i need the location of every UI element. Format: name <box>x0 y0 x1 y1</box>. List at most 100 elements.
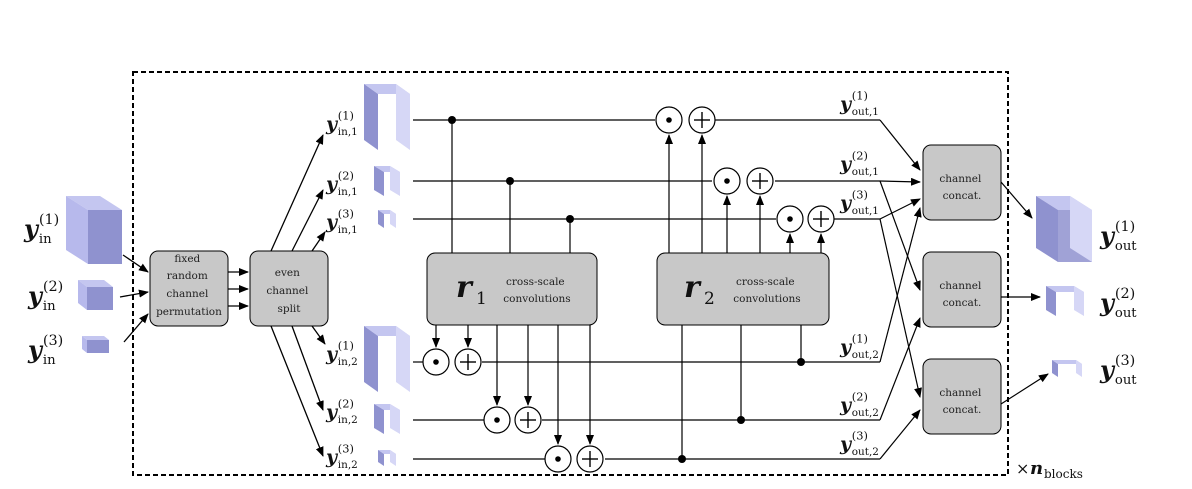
r2-box <box>656 252 830 326</box>
svg-text:in,1: in,1 <box>338 186 358 198</box>
svg-text:y: y <box>325 401 339 423</box>
svg-text:(3): (3) <box>852 429 868 443</box>
svg-text:×: × <box>1016 459 1029 478</box>
svg-text:blocks: blocks <box>1044 467 1083 481</box>
svg-text:(1): (1) <box>1115 219 1135 235</box>
split-cube-1-1 <box>364 84 410 150</box>
svg-text:y: y <box>23 214 40 243</box>
svg-text:in,2: in,2 <box>338 414 358 426</box>
svg-text:(1): (1) <box>338 109 354 123</box>
r2-index: 2 <box>704 289 715 309</box>
concat-label-3: channel concat. <box>939 387 984 416</box>
svg-text:y: y <box>839 433 853 455</box>
svg-text:y: y <box>839 394 853 416</box>
r1-box <box>426 252 598 326</box>
svg-text:(3): (3) <box>43 333 63 349</box>
split-cube-2-1 <box>374 166 400 196</box>
svg-text:out,2: out,2 <box>852 446 879 458</box>
svg-text:out,2: out,2 <box>852 349 879 361</box>
svg-text:in,1: in,1 <box>338 224 358 236</box>
svg-text:y: y <box>325 446 339 468</box>
input-cube-1 <box>66 196 122 264</box>
mid-output-label-3: y(3)out,1 <box>839 188 879 217</box>
split-box <box>249 250 329 327</box>
r1-index: 1 <box>476 289 487 309</box>
concat-box-2 <box>922 251 1002 328</box>
input-cube-3 <box>82 336 109 353</box>
svg-text:(1): (1) <box>39 212 59 228</box>
input-label-1: y(1) in <box>23 212 59 247</box>
mid-output-label-5: y(2)out,2 <box>839 390 879 419</box>
input-label-2: y(2) in <box>27 279 63 314</box>
svg-text:out: out <box>1115 373 1137 388</box>
output-cube-1 <box>1036 196 1092 262</box>
hadamard-product-op <box>483 406 511 434</box>
svg-text:y: y <box>325 343 339 365</box>
svg-text:(2): (2) <box>43 279 63 295</box>
svg-text:out,1: out,1 <box>852 166 879 178</box>
svg-text:y: y <box>1099 221 1116 250</box>
split-label-3: y(3)in,1 <box>325 207 358 236</box>
input-cube-2 <box>78 280 113 310</box>
svg-text:out,2: out,2 <box>852 407 879 419</box>
r1-symbol: r <box>456 270 474 305</box>
mid-output-label-4: y(1)out,2 <box>839 332 879 361</box>
operators <box>422 106 835 473</box>
svg-text:y: y <box>839 336 853 358</box>
split-cube-1-2 <box>364 326 410 392</box>
input-arrows <box>119 134 326 457</box>
block-frame <box>132 71 1009 476</box>
split-label: even channel split <box>266 267 311 315</box>
split-label-4: y(1)in,2 <box>325 339 358 368</box>
split-label-2: y(2)in,1 <box>325 169 358 198</box>
svg-text:out: out <box>1115 239 1137 254</box>
r2-symbol: r <box>684 270 702 305</box>
hadamard-product-op <box>655 106 683 134</box>
mid-output-label-1: y(1)out,1 <box>839 89 879 118</box>
svg-text:y: y <box>839 93 853 115</box>
output-cube-3 <box>1052 360 1082 377</box>
svg-text:in,1: in,1 <box>338 126 358 138</box>
svg-text:y: y <box>325 113 339 135</box>
svg-text:(3): (3) <box>852 188 868 202</box>
svg-text:(2): (2) <box>852 149 868 163</box>
hadamard-product-op <box>776 205 804 233</box>
addition-op <box>514 406 542 434</box>
svg-text:(2): (2) <box>338 397 354 411</box>
split-label-1: y(1) in,1 <box>325 109 358 138</box>
junction-dots <box>448 116 805 463</box>
hadamard-product-op <box>713 167 741 195</box>
r2-label: cross-scale convolutions <box>733 276 800 305</box>
output-label-2: y(2) out <box>1099 286 1137 321</box>
addition-op <box>688 106 716 134</box>
split-cube-3-1 <box>378 210 396 228</box>
svg-text:y: y <box>1099 355 1116 384</box>
svg-text:(1): (1) <box>338 339 354 353</box>
input-label-3: y(3)in <box>27 333 63 368</box>
svg-text:(3): (3) <box>338 207 354 221</box>
svg-text:(2): (2) <box>1115 286 1135 302</box>
svg-text:out: out <box>1115 306 1137 321</box>
svg-text:in: in <box>43 353 56 368</box>
svg-text:in,2: in,2 <box>338 459 358 471</box>
mid-output-label-6: y(3) out,2 <box>839 429 879 458</box>
svg-text:in: in <box>39 232 52 247</box>
split-label-5: y(2) in,2 <box>325 397 358 426</box>
split-cube-3-2 <box>378 450 396 466</box>
svg-text:out,1: out,1 <box>852 205 879 217</box>
svg-text:out,1: out,1 <box>852 106 879 118</box>
signal-lines <box>413 119 1049 460</box>
svg-text:in: in <box>43 299 56 314</box>
svg-text:y: y <box>27 281 44 310</box>
svg-text:(3): (3) <box>1115 353 1135 369</box>
hadamard-product-op <box>544 445 572 473</box>
svg-text:y: y <box>1099 288 1116 317</box>
addition-op <box>746 167 774 195</box>
concat-label-1: channel concat. <box>939 173 984 202</box>
addition-op <box>454 348 482 376</box>
svg-text:y: y <box>839 153 853 175</box>
split-label-6: y(3)in,2 <box>325 442 358 471</box>
concat-label-2: channel concat. <box>939 280 984 309</box>
output-cube-2 <box>1046 286 1084 316</box>
